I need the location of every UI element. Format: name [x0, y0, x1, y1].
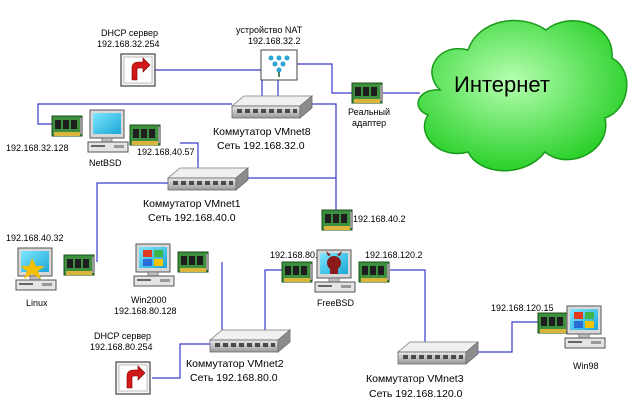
host-win98: 192.168.120.15 Win98: [491, 303, 606, 371]
nat-ip: 192.168.32.2: [248, 36, 301, 46]
real-adapter: Реальный адаптер: [348, 82, 390, 128]
freebsd-nic-left: [281, 261, 314, 283]
netbsd-nic-left: [51, 115, 84, 137]
real-adapter-line2: адаптер: [352, 118, 386, 128]
dhcp-bottom-icon: [115, 361, 151, 395]
vmnet2-name: Коммутатор VMnet2: [186, 358, 284, 370]
link-netbsd-vmnet1: [180, 142, 199, 170]
win2000-windows-icon: [143, 250, 163, 266]
freebsd-nic-top: [321, 209, 354, 231]
link-vmnet1-linux: [96, 182, 168, 262]
vmnet2-switch-icon: [209, 329, 291, 353]
internet-cloud: Интернет: [417, 19, 628, 172]
vmnet1-net: Сеть 192.168.40.0: [148, 212, 236, 224]
real-adapter-nic: [351, 82, 384, 104]
vmnet1-switch-icon: [167, 167, 249, 191]
link-vmnet3-win98: [478, 321, 538, 353]
nat-icon: [260, 49, 298, 81]
freebsd-nic-right: [358, 261, 391, 283]
linux-logo-icon: [20, 258, 45, 279]
network-links: [37, 63, 538, 379]
vmnet3-net: Сеть 192.168.120.0: [369, 388, 463, 400]
link-nat-adapter: [297, 63, 352, 94]
win98-name: Win98: [573, 361, 599, 371]
netbsd-ip-right: 192.168.40.57: [137, 147, 195, 157]
dhcp-top-title: DHCP сервер: [101, 28, 158, 38]
vmnet8-switch-icon: [231, 95, 313, 119]
netbsd-ip-left: 192.168.32.128: [6, 143, 69, 153]
win98-nic: [537, 312, 570, 334]
dhcp-bottom-ip: 192.168.80.254: [90, 342, 153, 352]
link-vmnet8-freebsd: [307, 103, 337, 210]
vmnet3-switch-icon: [397, 341, 479, 365]
vmnet1-name: Коммутатор VMnet1: [143, 198, 241, 210]
switch-vmnet8: Коммутатор VMnet8 Сеть 192.168.32.0: [213, 95, 313, 152]
dhcp-server-top: DHCP сервер 192.168.32.254: [97, 28, 160, 87]
freebsd-ip-top: 192.168.40.2: [353, 214, 406, 224]
linux-nic: [63, 254, 96, 276]
win2000-name: Win2000: [131, 295, 167, 305]
vmnet2-net: Сеть 192.168.80.0: [190, 372, 278, 384]
host-win2000: Win2000 192.168.80.128: [114, 243, 210, 316]
dhcp-server-bottom: DHCP сервер 192.168.80.254: [90, 331, 153, 395]
link-dhcp2-vmnet2: [152, 343, 210, 379]
host-netbsd: 192.168.32.128 192.168.40.57 NetBSD: [6, 109, 195, 168]
win2000-nic: [177, 251, 210, 273]
win98-ip: 192.168.120.15: [491, 303, 554, 313]
host-freebsd: 192.168.40.2 192.168.80.2 192.168.120.2 …: [270, 209, 423, 308]
vmnet3-name: Коммутатор VMnet3: [366, 373, 464, 385]
linux-ip: 192.168.40.32: [6, 233, 64, 243]
win98-windows-icon: [574, 312, 594, 328]
netbsd-nic-right: [129, 124, 162, 146]
netbsd-name: NetBSD: [89, 158, 122, 168]
host-linux: 192.168.40.32 Linux: [6, 233, 96, 308]
vmnet8-name: Коммутатор VMnet8: [213, 126, 311, 138]
freebsd-ip-right: 192.168.120.2: [365, 250, 423, 260]
dhcp-bottom-title: DHCP сервер: [94, 331, 151, 341]
freebsd-ip-left: 192.168.80.2: [270, 250, 323, 260]
link-vmnet8-netbsd: [37, 103, 232, 125]
dhcp-top-icon: [120, 53, 156, 87]
freebsd-daemon-icon: [326, 251, 342, 274]
switch-vmnet1: Коммутатор VMnet1 Сеть 192.168.40.0: [143, 167, 249, 224]
win2000-ip: 192.168.80.128: [114, 306, 177, 316]
switch-vmnet2: Коммутатор VMnet2 Сеть 192.168.80.0: [186, 329, 291, 384]
linux-name: Linux: [26, 298, 48, 308]
real-adapter-line1: Реальный: [348, 107, 390, 117]
nat-device: устройство NAT 192.168.32.2: [236, 25, 303, 81]
dhcp-top-ip: 192.168.32.254: [97, 39, 160, 49]
nat-title: устройство NAT: [236, 25, 303, 35]
freebsd-name: FreeBSD: [317, 298, 355, 308]
link-freebsd-vmnet2: [264, 269, 282, 330]
switch-vmnet3: Коммутатор VMnet3 Сеть 192.168.120.0: [366, 341, 479, 400]
internet-label: Интернет: [454, 72, 550, 97]
netbsd-pc: [87, 109, 129, 153]
vmnet8-net: Сеть 192.168.32.0: [217, 140, 305, 152]
link-freebsd-vmnet3: [389, 269, 426, 344]
